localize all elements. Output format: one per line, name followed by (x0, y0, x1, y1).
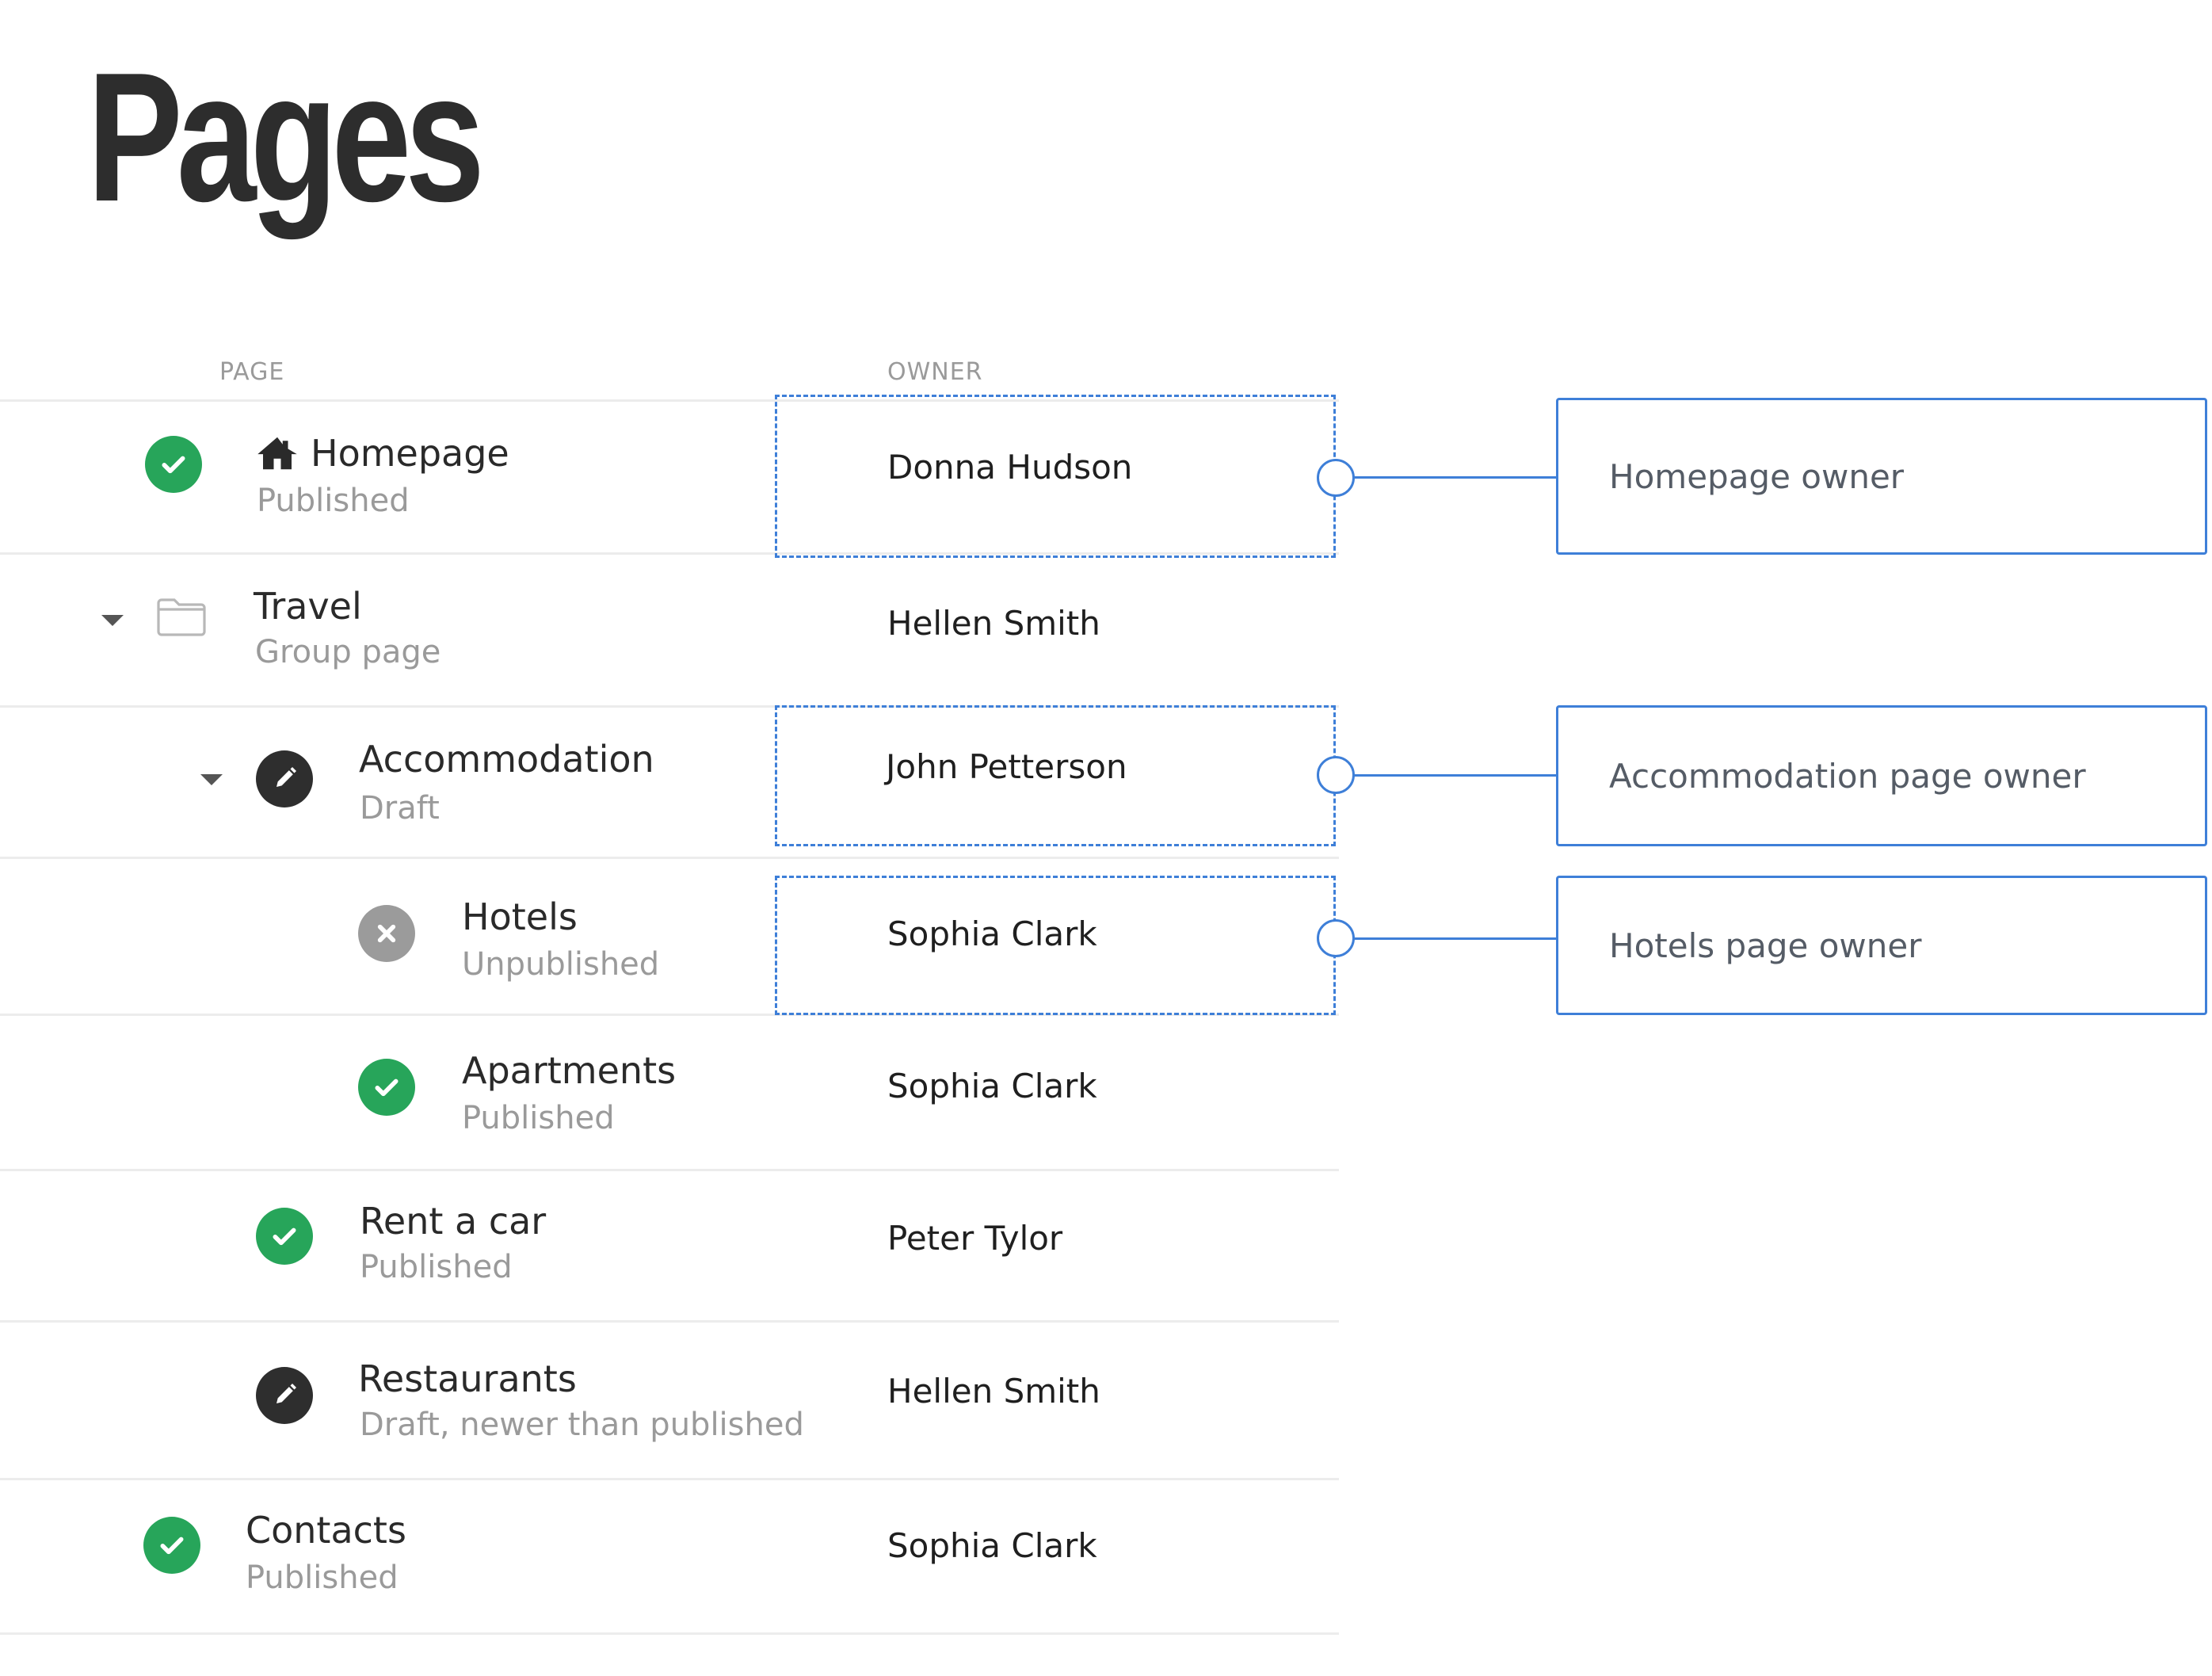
owner-name[interactable]: Sophia Clark (887, 1067, 1097, 1105)
row-divider (0, 399, 1339, 402)
caret-down-icon[interactable] (101, 615, 124, 626)
published-check-icon (143, 1517, 200, 1574)
page-name[interactable]: Homepage (311, 432, 509, 475)
page-status: Published (360, 1249, 513, 1285)
home-icon (257, 437, 297, 470)
page-name[interactable]: Rent a car (360, 1200, 547, 1243)
published-check-icon (256, 1208, 313, 1265)
page-status: Unpublished (462, 946, 660, 983)
table-row[interactable]: Apartments Published Sophia Clark (0, 1016, 1339, 1169)
page-status: Draft (360, 790, 440, 827)
owner-name[interactable]: Hellen Smith (887, 1372, 1100, 1411)
owner-highlight-box (775, 876, 1336, 1015)
published-check-icon (358, 1059, 415, 1116)
owner-name[interactable]: John Petterson (886, 747, 1127, 786)
annotation-hotels-owner: Hotels page owner (1556, 876, 2207, 1015)
table-row[interactable]: Restaurants Draft, newer than published … (0, 1323, 1339, 1478)
draft-pencil-icon (256, 1367, 313, 1424)
page-status: Published (257, 483, 410, 519)
page-status: Group page (255, 634, 441, 670)
annotation-connector (1350, 476, 1558, 479)
annotation-dot (1317, 756, 1355, 794)
row-divider (0, 1478, 1339, 1480)
column-header-owner: OWNER (887, 358, 983, 386)
annotation-dot (1317, 459, 1355, 497)
row-divider (0, 552, 1339, 555)
table-row[interactable]: Accommodation Draft John Petterson (0, 708, 1339, 857)
owner-name[interactable]: Peter Tylor (887, 1219, 1063, 1258)
page-status: Published (246, 1560, 399, 1596)
row-divider (0, 857, 1339, 859)
page-name[interactable]: Apartments (462, 1049, 677, 1092)
owner-name[interactable]: Hellen Smith (887, 604, 1100, 643)
folder-icon (157, 598, 206, 636)
owner-name[interactable]: Sophia Clark (887, 1526, 1097, 1565)
table-row[interactable]: Rent a car Published Peter Tylor (0, 1171, 1339, 1320)
page-status: Published (462, 1100, 615, 1136)
table-row[interactable]: Homepage Published Donna Hudson (0, 402, 1339, 552)
table-row[interactable]: Travel Group page Hellen Smith (0, 555, 1339, 705)
unpublished-x-icon (358, 905, 415, 962)
annotation-connector (1350, 774, 1558, 777)
row-divider (0, 1169, 1339, 1171)
page-title: Pages (87, 35, 485, 240)
page-status: Draft, newer than published (360, 1407, 804, 1443)
page-name[interactable]: Contacts (246, 1509, 406, 1552)
page-name[interactable]: Restaurants (358, 1357, 577, 1400)
table-row[interactable]: Contacts Published Sophia Clark (0, 1480, 1339, 1632)
page-name[interactable]: Accommodation (359, 738, 654, 781)
published-check-icon (145, 436, 202, 493)
page-name[interactable]: Hotels (462, 895, 578, 938)
row-divider (0, 1320, 1339, 1323)
owner-name[interactable]: Donna Hudson (887, 448, 1133, 487)
annotation-connector (1350, 937, 1558, 940)
page-name[interactable]: Travel (254, 585, 362, 628)
caret-down-icon[interactable] (200, 774, 223, 785)
annotation-accommodation-owner: Accommodation page owner (1556, 705, 2207, 846)
owner-name[interactable]: Sophia Clark (887, 914, 1097, 953)
column-header-page: PAGE (219, 358, 285, 386)
row-divider (0, 705, 1339, 708)
annotation-dot (1317, 919, 1355, 957)
row-divider (0, 1632, 1339, 1635)
owner-highlight-box (775, 395, 1336, 558)
owner-highlight-box (775, 705, 1336, 846)
row-divider (0, 1014, 1339, 1016)
table-row[interactable]: Hotels Unpublished Sophia Clark (0, 859, 1339, 1014)
draft-pencil-icon (256, 750, 313, 807)
annotation-homepage-owner: Homepage owner (1556, 398, 2207, 555)
